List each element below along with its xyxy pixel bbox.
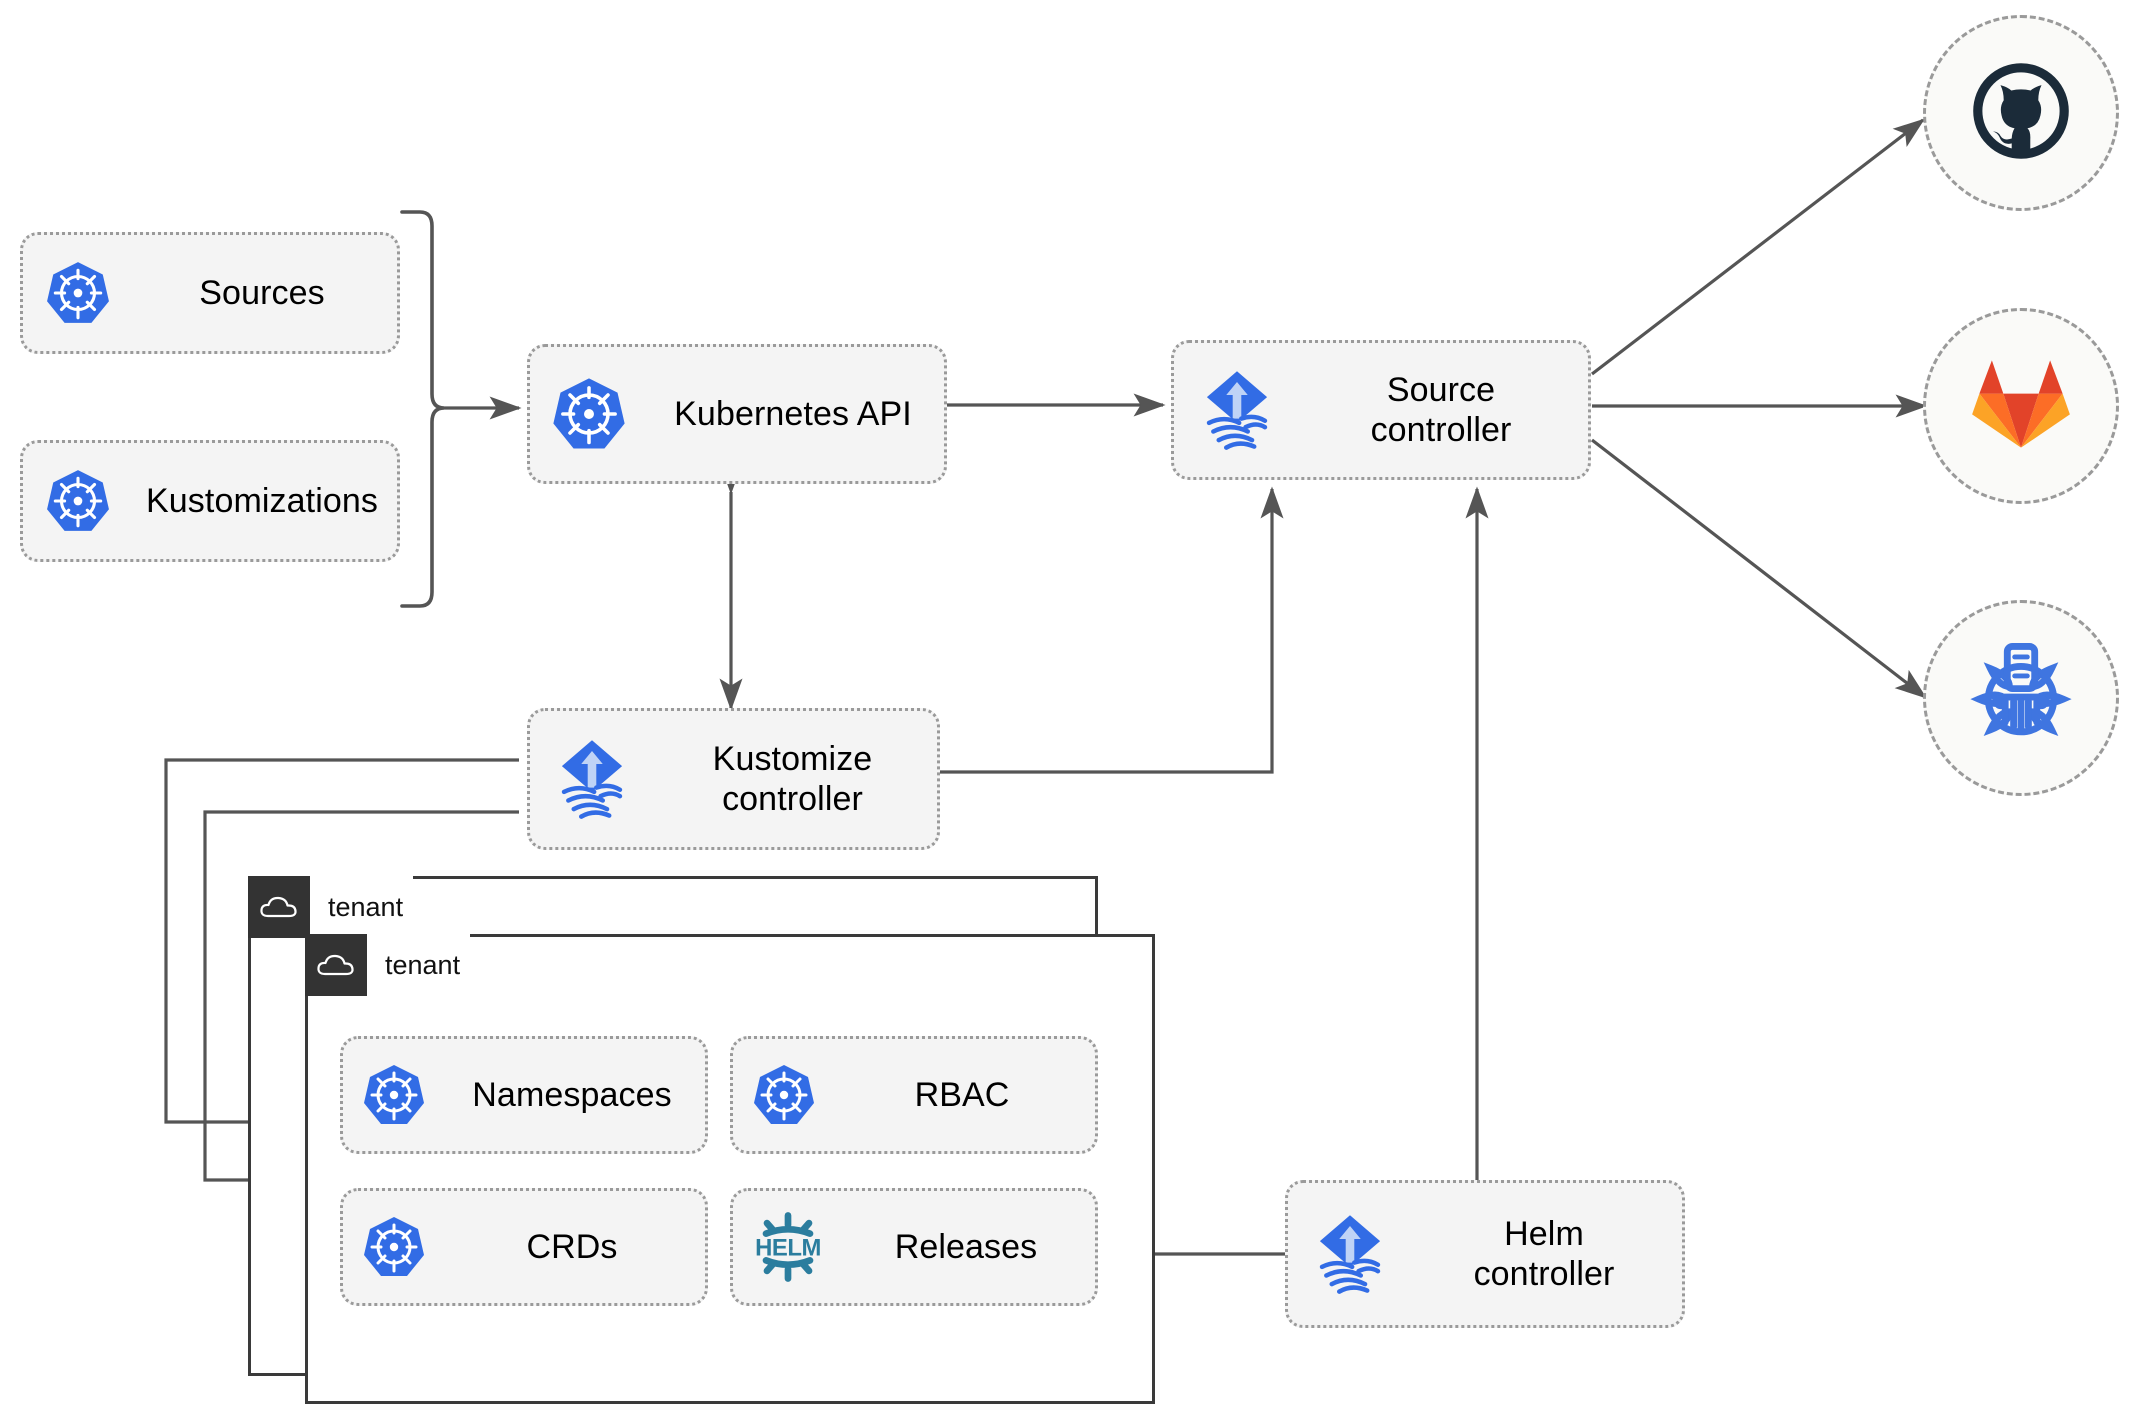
node-rbac[interactable]: RBAC [730, 1036, 1098, 1154]
node-label: Kubernetes API [674, 394, 912, 433]
flux-icon [530, 736, 654, 822]
cloud-icon [305, 934, 367, 996]
node-label: Releases [894, 1227, 1038, 1266]
node-label: RBAC [914, 1075, 1010, 1114]
helm-icon: HELM [733, 1204, 843, 1290]
flux-icon [1174, 367, 1300, 453]
node-namespaces[interactable]: Namespaces [340, 1036, 708, 1154]
endpoint-helm-repository[interactable] [1923, 600, 2119, 796]
helm-repository-icon [1963, 638, 2079, 759]
node-releases[interactable]: HELM Releases [730, 1188, 1098, 1306]
kubernetes-icon [733, 1063, 835, 1127]
kubernetes-icon [343, 1063, 445, 1127]
node-kustomizations[interactable]: Kustomizations [20, 440, 400, 562]
tenant-tab: tenant [305, 934, 471, 996]
tenant-label: tenant [385, 949, 461, 980]
kubernetes-icon [530, 376, 648, 452]
node-label: Helm controller [1473, 1214, 1615, 1293]
helm-wordmark: HELM [755, 1235, 821, 1262]
github-icon [1967, 57, 2075, 170]
kubernetes-icon [23, 260, 133, 326]
flux-icon [1288, 1211, 1412, 1297]
kubernetes-icon [23, 468, 133, 534]
tenant-label: tenant [328, 891, 404, 922]
node-label: Sources [199, 273, 325, 312]
node-crds[interactable]: CRDs [340, 1188, 708, 1306]
kubernetes-icon [343, 1215, 445, 1279]
node-kustomize-controller[interactable]: Kustomize controller [527, 708, 940, 850]
node-label: Namespaces [472, 1075, 672, 1114]
node-label: Kustomize controller [712, 739, 873, 818]
cloud-icon [248, 876, 310, 938]
tenant-tab: tenant [248, 876, 414, 938]
endpoint-gitlab[interactable] [1923, 308, 2119, 504]
node-label: Kustomizations [146, 481, 378, 520]
node-helm-controller[interactable]: Helm controller [1285, 1180, 1685, 1328]
node-kubernetes-api[interactable]: Kubernetes API [527, 344, 947, 484]
node-label: Source controller [1370, 370, 1512, 449]
node-sources[interactable]: Sources [20, 232, 400, 354]
node-label: CRDs [526, 1227, 618, 1266]
node-source-controller[interactable]: Source controller [1171, 340, 1591, 480]
gitlab-icon [1969, 354, 2073, 459]
tenant-box-front[interactable]: tenant [305, 934, 1155, 1404]
endpoint-github[interactable] [1923, 15, 2119, 211]
